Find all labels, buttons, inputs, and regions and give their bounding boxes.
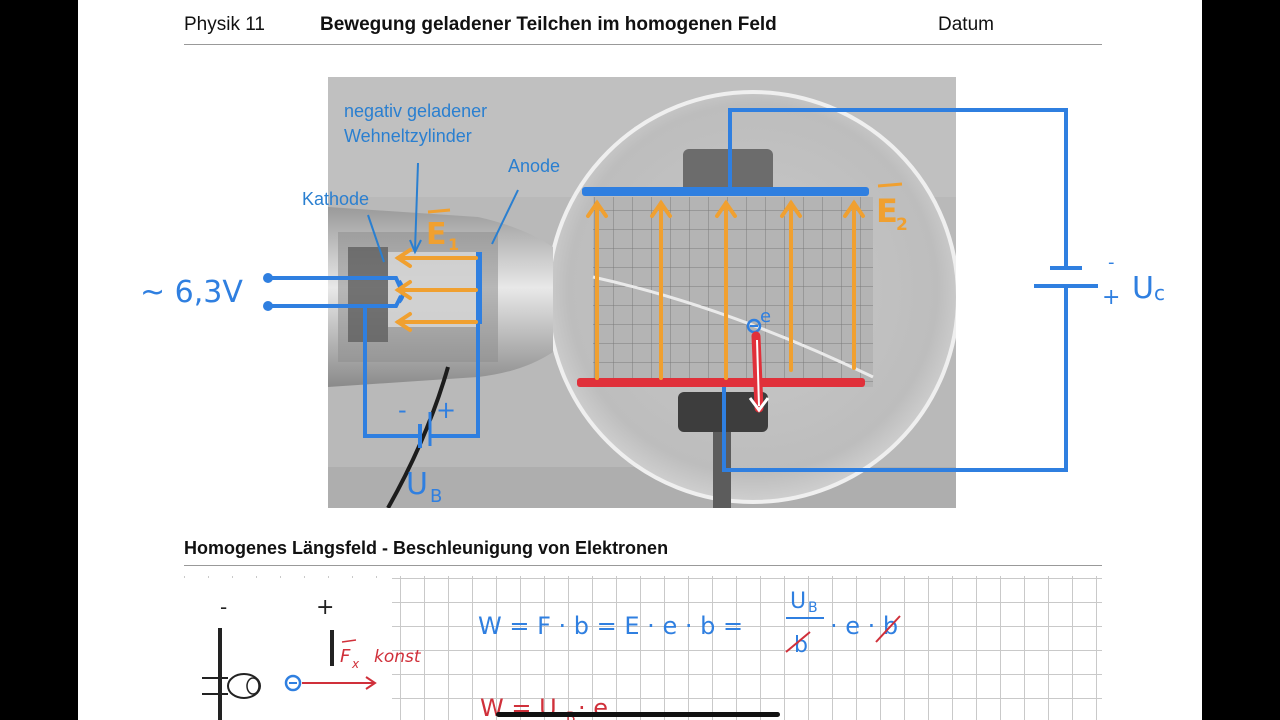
positive-plate	[582, 187, 869, 196]
accel-minus: -	[398, 396, 407, 424]
anode-label: Anode	[508, 156, 560, 176]
accel-voltage-label: U	[406, 467, 428, 502]
kathode-label: Kathode	[302, 189, 369, 209]
equation-frac-num: U	[790, 589, 806, 614]
tube-photo	[328, 77, 956, 508]
cap-minus: -	[1108, 252, 1115, 273]
field1-label: E	[426, 217, 447, 252]
capacitor-circuit	[722, 108, 1098, 472]
equation-work: W = F · b = E · e · b =	[478, 612, 743, 640]
anode-pointer	[491, 189, 519, 245]
notes-handwriting: - + F x konst W = F · b = E · e · b = U …	[202, 589, 901, 720]
force-note: konst	[374, 647, 422, 667]
wehnelt-pointer	[414, 162, 419, 251]
section-title: Homogenes Längsfeld - Beschleunigung von…	[184, 538, 669, 558]
subject-label: Physik 11	[184, 14, 265, 35]
heater-voltage-label: ~ 6,3V	[140, 275, 243, 310]
cap-voltage-label: U	[1132, 271, 1154, 306]
field1-sub: 1	[448, 235, 459, 254]
cap-plus: +	[1102, 285, 1120, 310]
accel-plus: +	[436, 396, 456, 424]
header-divider	[184, 44, 1102, 45]
sketch-filament	[227, 673, 261, 699]
field1-arrows	[394, 248, 478, 332]
home-indicator[interactable]	[496, 712, 780, 717]
equation-frac-den: b	[794, 633, 808, 658]
field2-label: E	[876, 192, 898, 230]
equation-tail: · e · b	[830, 612, 898, 640]
equation-frac-num-sub: B	[808, 600, 818, 616]
force-label: F	[340, 646, 351, 667]
field2-sub: 2	[896, 215, 908, 235]
negative-plate	[577, 378, 865, 387]
anode-plate	[476, 252, 482, 324]
kathode-pointer	[367, 214, 385, 263]
field2-arrows	[586, 199, 865, 380]
section-divider	[184, 565, 1102, 566]
electron-label: e	[760, 306, 771, 327]
accel-circuit	[363, 304, 480, 448]
accel-voltage-sub: B	[430, 486, 442, 507]
wehnelt-label-line1: negativ geladener	[344, 101, 487, 121]
worksheet-title: Bewegung geladener Teilchen im homogenen…	[320, 14, 777, 35]
cap-voltage-sub: c	[1154, 281, 1165, 305]
date-label: Datum	[938, 14, 994, 35]
worksheet-page: Physik 11 Bewegung geladener Teilchen im…	[78, 0, 1202, 720]
sketch-minus: -	[220, 595, 227, 619]
diagram-annotations: negativ geladener Wehneltzylinder Anode …	[140, 101, 1165, 507]
sketch-electron	[284, 674, 302, 692]
force-sub: x	[351, 657, 360, 671]
sketch-plus: +	[316, 595, 334, 620]
wehnelt-label-line2: Wehneltzylinder	[344, 126, 472, 146]
